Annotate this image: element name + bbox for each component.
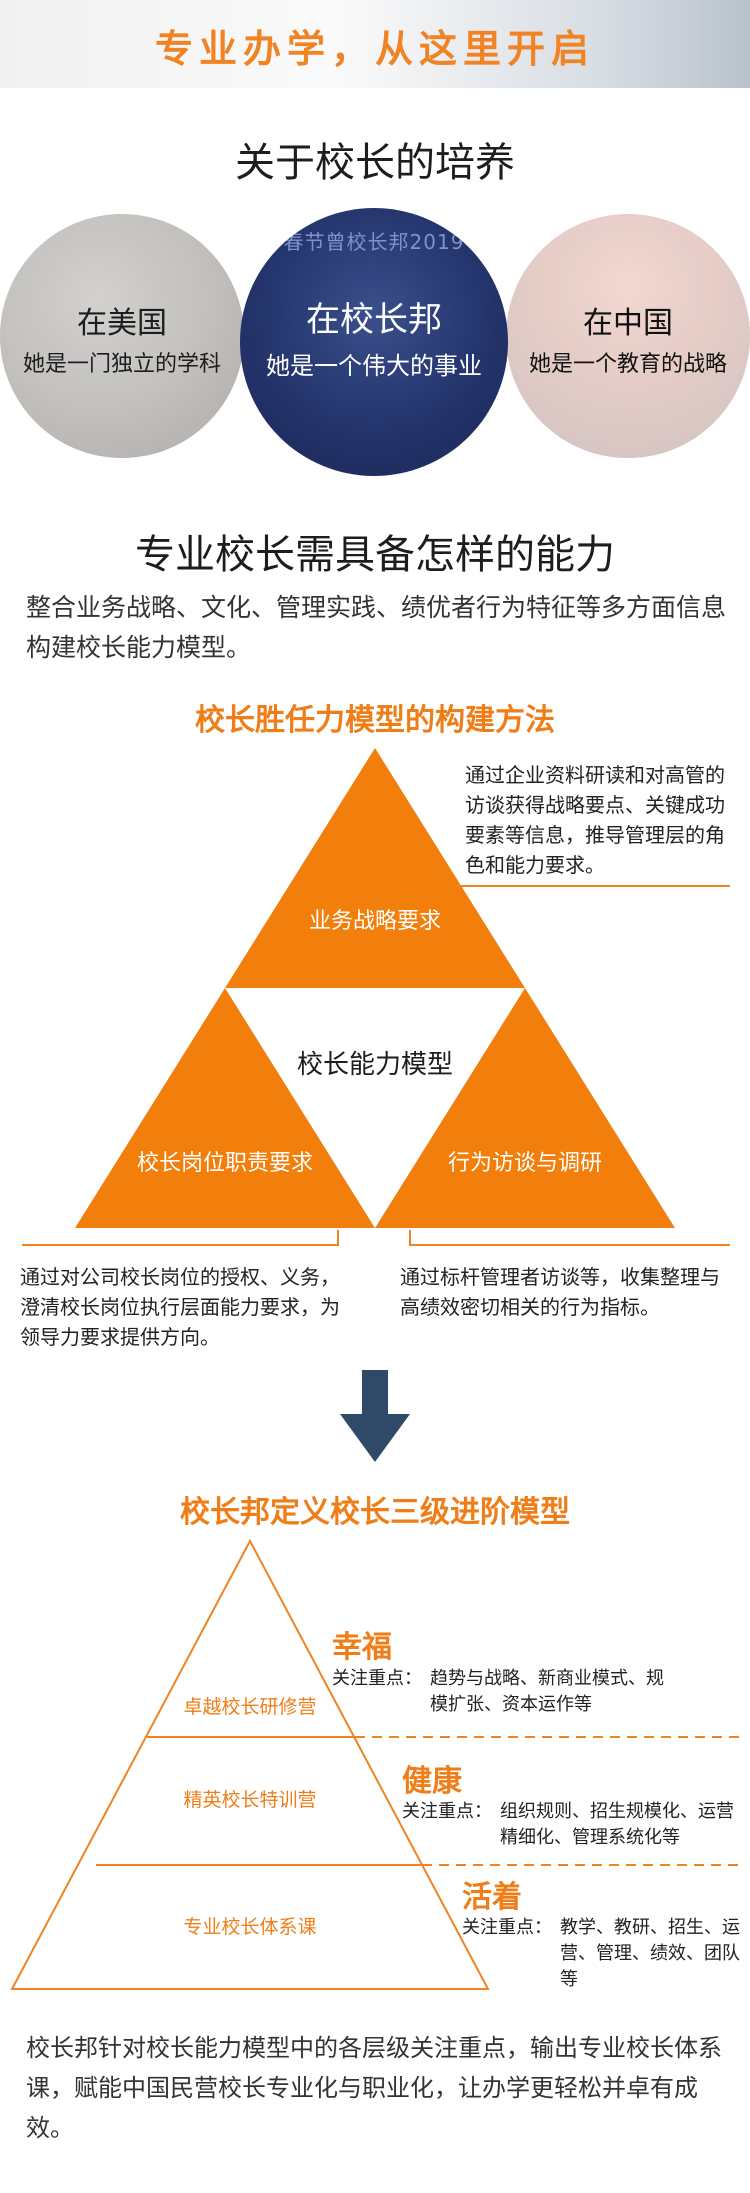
level-focus-label-1: 关注重点：	[332, 1668, 422, 1689]
circle-overlay	[506, 214, 750, 458]
circle-china: 在中国 她是一个教育的战略	[506, 214, 750, 458]
level-title-happiness: 幸福	[332, 1630, 392, 1665]
level-focus-3: 教学、教研、招生、运营、管理、绩效、团队等	[560, 1917, 740, 1990]
circle-photo-caption: 春节曾校长邦2019	[283, 230, 465, 254]
level-label-elite: 精英校长特训营	[183, 1789, 317, 1811]
pyramid-outline	[10, 1538, 490, 1990]
training-heading: 关于校长的培养	[235, 140, 515, 186]
circle-china-title: 在中国	[583, 306, 673, 341]
circle-xzb-subtitle: 她是一个伟大的事业	[266, 352, 482, 380]
banner-title: 专业办学，从这里开启	[154, 27, 595, 71]
circle-overlay	[0, 214, 244, 458]
circle-xzb-title: 在校长邦	[306, 300, 442, 340]
level-focus-label-3: 关注重点：	[462, 1917, 552, 1938]
circle-china-subtitle: 她是一个教育的战略	[528, 352, 727, 377]
circle-usa: 在美国 她是一门独立的学科	[0, 214, 244, 458]
arrow-down-icon	[340, 1370, 410, 1462]
inner-triangle	[225, 988, 525, 1228]
level-focus-1: 趋势与战略、新商业模式、规模扩张、资本运作等	[430, 1668, 664, 1715]
levels-heading: 校长邦定义校长三级进阶模型	[180, 1495, 570, 1530]
level-focus-label-2: 关注重点：	[402, 1801, 492, 1822]
competency-triangle-diagram	[22, 748, 730, 1246]
level-title-survival: 活着	[462, 1880, 522, 1915]
callout-line-right	[409, 1230, 730, 1246]
ability-intro: 整合业务战略、文化、管理实践、绩优者行为特征等多方面信息构建校长能力模型。	[26, 593, 727, 662]
ability-heading: 专业校长需具备怎样的能力	[135, 532, 615, 578]
note-strategy: 通过企业资料研读和对高管的访谈获得战略要点、关键成功要素等信息，推导管理层的角色…	[465, 763, 725, 877]
callout-line-left	[22, 1230, 339, 1246]
label-duty: 校长岗位职责要求	[136, 1151, 313, 1176]
level-pyramid-diagram	[10, 1538, 740, 1990]
level-label-professional: 专业校长体系课	[183, 1916, 317, 1938]
label-strategy: 业务战略要求	[308, 909, 441, 934]
note-duty: 通过对公司校长岗位的授权、义务，澄清校长岗位执行层面能力要求，为领导力要求提供方…	[20, 1265, 340, 1349]
level-title-health: 健康	[402, 1764, 462, 1799]
circle-usa-subtitle: 她是一门独立的学科	[22, 352, 221, 377]
circle-usa-title: 在美国	[77, 306, 167, 341]
level-label-excellent: 卓越校长研修营	[183, 1696, 317, 1718]
label-model-center: 校长能力模型	[296, 1050, 453, 1080]
conclusion-text: 校长邦针对校长能力模型中的各层级关注重点，输出专业校长体系课，赋能中国民营校长专…	[26, 2034, 722, 2142]
top-banner: 专业办学，从这里开启	[0, 0, 750, 88]
level-focus-2: 组织规则、招生规模化、运营精细化、管理系统化等	[500, 1801, 734, 1848]
circle-xiaozhangbang: 春节曾校长邦2019 在校长邦 她是一个伟大的事业	[240, 208, 508, 476]
note-interview: 通过标杆管理者访谈等，收集整理与高绩效密切相关的行为指标。	[400, 1265, 720, 1319]
label-interview: 行为访谈与调研	[447, 1151, 602, 1176]
model-heading: 校长胜任力模型的构建方法	[195, 703, 555, 738]
